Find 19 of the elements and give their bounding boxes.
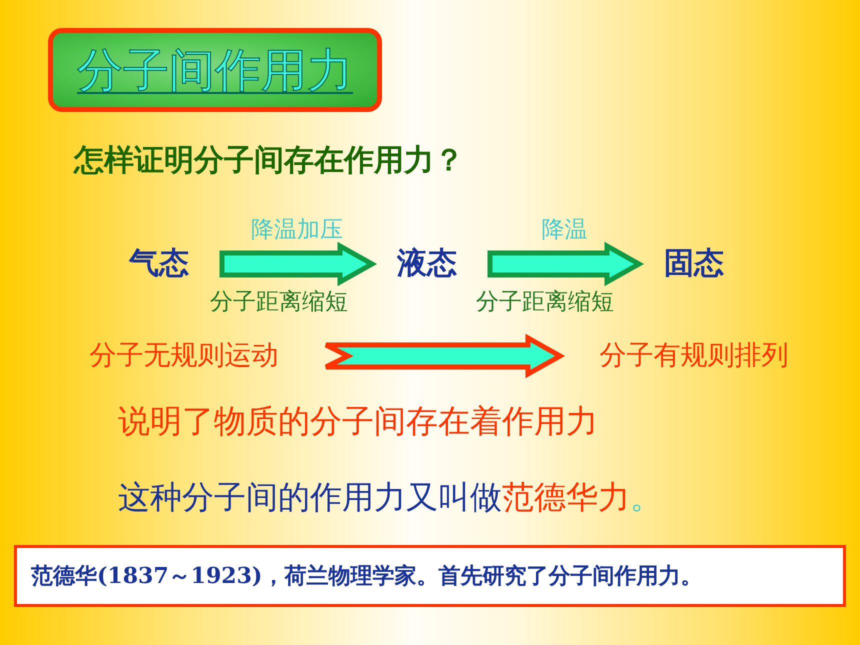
block-arrow bbox=[488, 242, 644, 286]
state-label: 固态 bbox=[653, 242, 735, 286]
edge-note: 分子距离缩短 bbox=[476, 288, 614, 317]
note-box: 范德华(1837～1923)，荷兰物理学家。首先研究了分子间作用力。 bbox=[14, 545, 846, 607]
question-text: 怎样证明分子间存在作用力？ bbox=[74, 142, 464, 180]
motion-label: 分子无规则运动 bbox=[64, 336, 304, 376]
motion-label: 分子有规则排列 bbox=[574, 336, 814, 376]
full-stop: 。 bbox=[630, 478, 662, 516]
block-arrow bbox=[220, 242, 378, 286]
edge-note: 分子距离缩短 bbox=[210, 288, 348, 317]
edge-label: 降温 bbox=[542, 216, 588, 245]
force-name: 范德华力 bbox=[502, 478, 630, 516]
conclusion-text: 说明了物质的分子间存在着作用力 bbox=[118, 401, 598, 442]
naming-text: 这种分子间的作用力又叫做 bbox=[118, 478, 502, 516]
title-box: 分子间作用力 bbox=[48, 28, 382, 112]
edge-label: 降温加压 bbox=[251, 216, 343, 245]
state-label: 液态 bbox=[386, 242, 468, 286]
state-label: 气态 bbox=[118, 242, 200, 286]
block-arrow bbox=[324, 334, 566, 378]
